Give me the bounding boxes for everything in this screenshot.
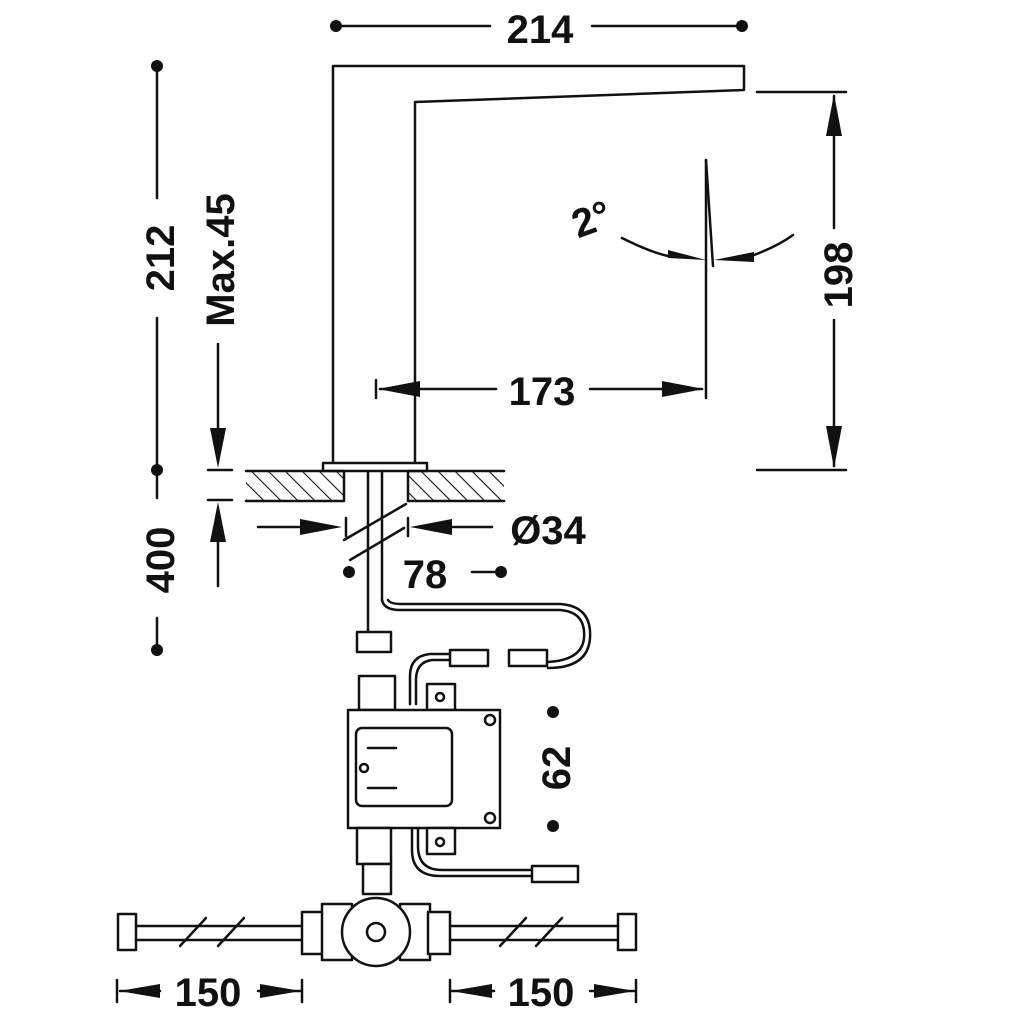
dimension-diameter-34-label: Ø34 [510,509,586,553]
sensor-cable [380,598,592,706]
dimension-173-label: 173 [509,370,576,414]
dimension-max45: Max.45 [199,193,243,588]
dimension-150-left-label: 150 [175,971,242,1015]
dimension-max45-label: Max.45 [199,193,243,326]
dimension-212-400: 212 400 [139,60,183,656]
dimension-150-right-label: 150 [508,971,575,1015]
dimension-214-label: 214 [507,8,574,52]
dimension-78: 78 [343,553,507,597]
dimension-150-left: 150 [115,971,304,1015]
angle-2deg-label: 2° [566,193,617,247]
dimension-150-right: 150 [448,971,638,1015]
angle-2deg: 2° [566,158,795,400]
countertop [244,469,506,503]
dimension-214: 214 [330,8,748,52]
dimension-78-label: 78 [403,553,448,597]
control-box [346,674,580,884]
dimension-diameter-34: Ø34 [256,509,587,553]
valve-assembly [116,826,638,968]
dimension-212-label: 212 [139,225,183,292]
dimension-400-label: 400 [139,527,183,594]
dimension-198: 198 [755,90,861,472]
dimension-62: 62 [535,706,579,832]
mounting-stem [342,469,408,654]
dimension-62-label: 62 [535,746,579,791]
dimension-173: 173 [374,370,704,414]
faucet-body [321,64,746,473]
dimension-198-label: 198 [817,242,861,309]
